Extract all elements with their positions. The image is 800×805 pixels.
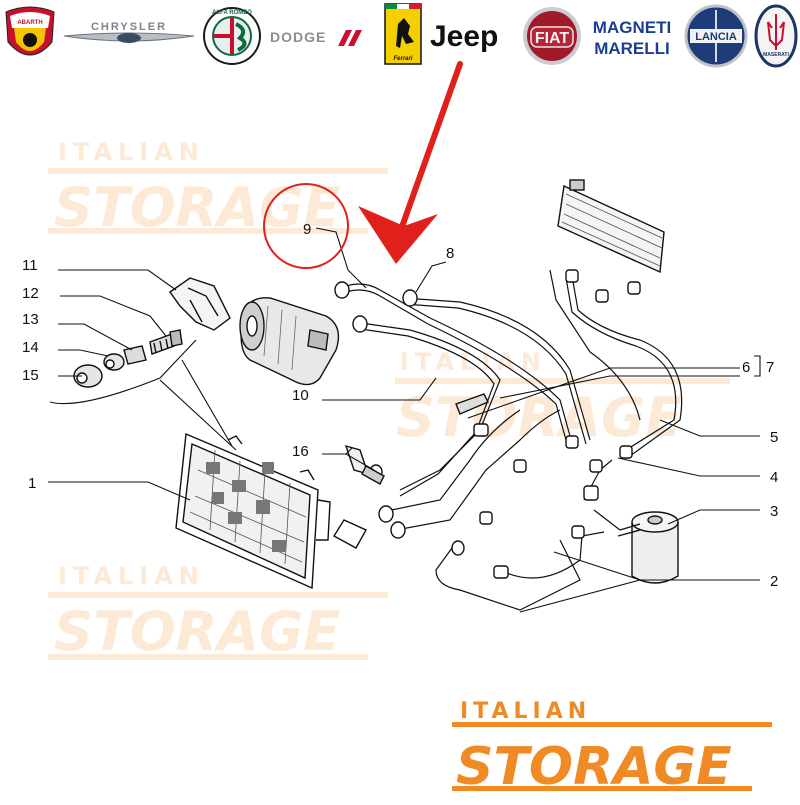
watermark-lower-line2: STORAGE bbox=[54, 600, 340, 663]
callout-14: 14 bbox=[22, 339, 39, 356]
magneti-marelli-wordmark-1: MAGNETI bbox=[593, 18, 671, 37]
alfa-romeo-logo: ALFA ROMEO bbox=[203, 7, 261, 65]
bolt bbox=[149, 329, 183, 355]
alfa-romeo-wordmark: ALFA ROMEO bbox=[212, 10, 252, 16]
abarth-wordmark: ABARTH bbox=[17, 20, 42, 26]
fiat-logo: FIAT bbox=[523, 7, 581, 65]
brand-logos-bar: ABARTH CHRYSLER ALFA ROMEO DODGE bbox=[5, 3, 798, 68]
lancia-logo: LANCIA bbox=[684, 4, 748, 68]
ferrari-logo: Ferrari bbox=[384, 3, 422, 65]
compressor bbox=[239, 297, 340, 386]
parts-drawing bbox=[73, 179, 683, 611]
watermark-lower-line1: ITALIAN bbox=[58, 562, 205, 590]
magneti-marelli-logo: MAGNETI MARELLI bbox=[593, 18, 671, 58]
spacer bbox=[123, 345, 147, 365]
callout-4: 4 bbox=[770, 469, 778, 486]
fiat-wordmark: FIAT bbox=[535, 30, 570, 47]
callout-1: 1 bbox=[28, 475, 36, 492]
watermark-logo-line1: ITALIAN bbox=[460, 699, 591, 724]
magneti-marelli-wordmark-2: MARELLI bbox=[594, 39, 670, 58]
washer bbox=[103, 353, 125, 371]
bracket bbox=[169, 277, 231, 331]
watermark-logo-bottom: ITALIAN STORAGE bbox=[452, 699, 772, 797]
watermark-lower: ITALIAN STORAGE bbox=[48, 562, 388, 663]
chrysler-logo: CHRYSLER bbox=[63, 21, 195, 43]
watermark-top: ITALIAN STORAGE bbox=[48, 138, 388, 239]
maserati-logo: MASERATI bbox=[754, 4, 798, 68]
refrigerant-pipes bbox=[335, 269, 683, 611]
callout-6: 6 bbox=[742, 359, 750, 376]
callout-5: 5 bbox=[770, 429, 778, 446]
watermark-middle-line2: STORAGE bbox=[396, 386, 682, 449]
pressure-switch bbox=[344, 444, 385, 485]
callout-12: 12 bbox=[22, 285, 39, 302]
watermark-middle-line1: ITALIAN bbox=[400, 348, 547, 376]
callout-2: 2 bbox=[770, 573, 778, 590]
receiver-drier bbox=[617, 511, 679, 584]
highlight-circle bbox=[263, 183, 349, 269]
callout-11: 11 bbox=[22, 257, 38, 274]
callout-13: 13 bbox=[22, 311, 39, 328]
dodge-logo: DODGE bbox=[270, 29, 362, 46]
callout-labels: 1 2 3 4 5 6 7 8 9 10 11 12 13 14 15 16 bbox=[22, 221, 778, 590]
callout-3: 3 bbox=[770, 503, 778, 520]
callout-16: 16 bbox=[292, 443, 309, 460]
condenser bbox=[175, 432, 331, 590]
jeep-logo: Jeep bbox=[430, 20, 498, 53]
watermark-middle: ITALIAN STORAGE bbox=[395, 348, 730, 449]
jeep-wordmark: Jeep bbox=[430, 20, 498, 53]
dodge-wordmark: DODGE bbox=[270, 29, 326, 45]
callout-8: 8 bbox=[446, 245, 454, 262]
pipe-fittings bbox=[333, 269, 641, 579]
callout-9: 9 bbox=[303, 221, 311, 238]
leader-lines bbox=[48, 227, 761, 613]
callout-15: 15 bbox=[22, 367, 39, 384]
abarth-logo: ABARTH bbox=[5, 6, 55, 56]
highlight-annotation bbox=[263, 61, 463, 269]
watermark-top-line1: ITALIAN bbox=[58, 138, 205, 166]
lancia-wordmark: LANCIA bbox=[695, 31, 737, 43]
callout-7: 7 bbox=[766, 359, 774, 376]
maserati-wordmark: MASERATI bbox=[763, 52, 789, 58]
ferrari-wordmark: Ferrari bbox=[393, 56, 412, 62]
watermark-logo-line2: STORAGE bbox=[456, 737, 732, 797]
callout-10: 10 bbox=[292, 387, 309, 404]
chrysler-wordmark: CHRYSLER bbox=[91, 21, 167, 33]
highlight-arrow bbox=[358, 61, 463, 264]
evaporator bbox=[557, 179, 665, 274]
